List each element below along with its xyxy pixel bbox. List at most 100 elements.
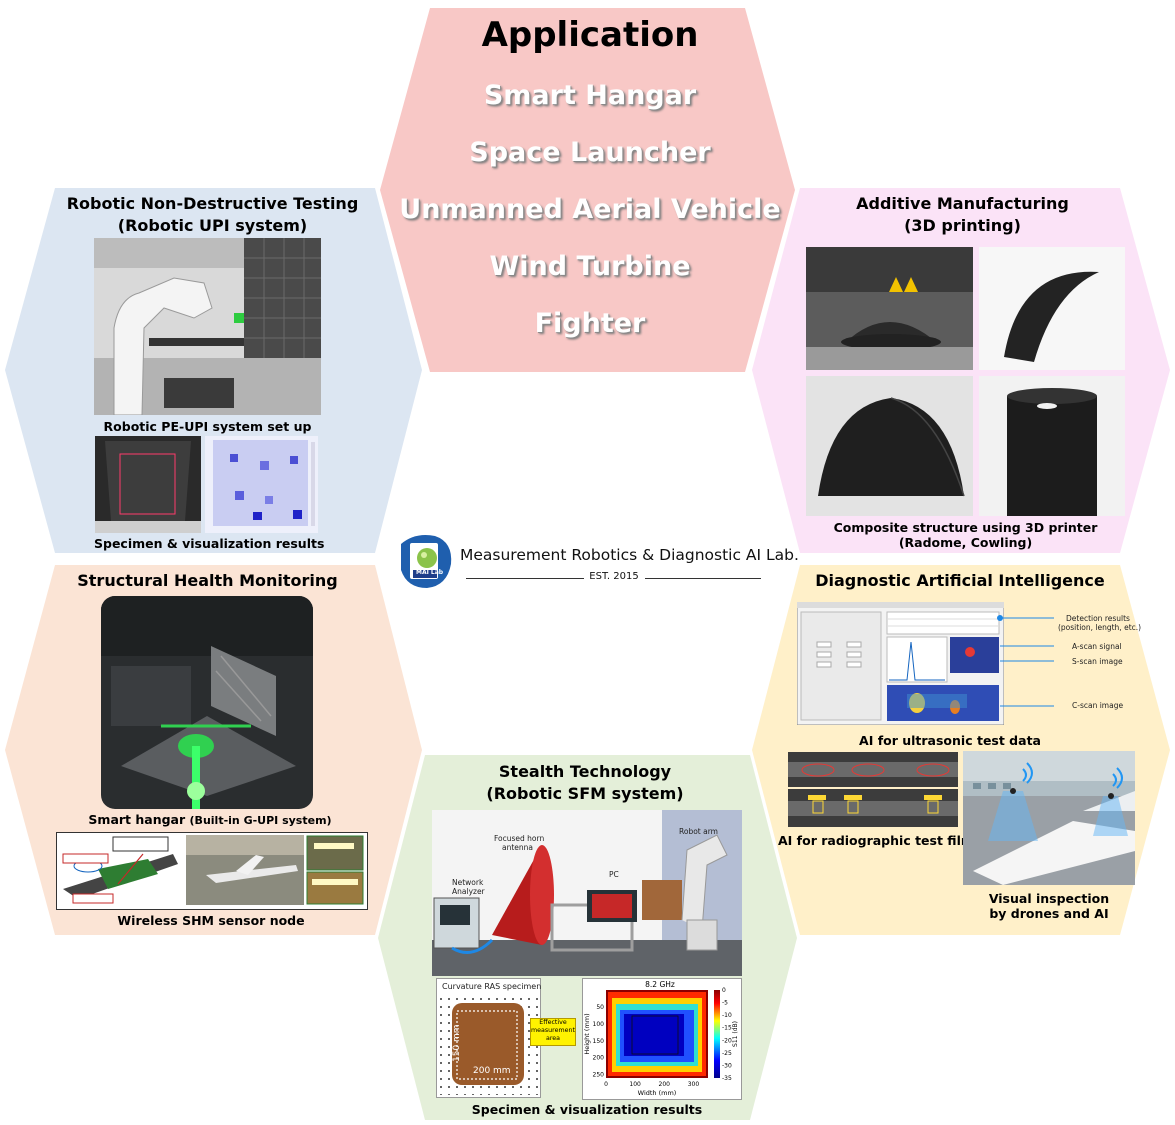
application-item-fighter: Fighter [534, 308, 646, 339]
robotic-upi-photo [94, 238, 321, 415]
application-item-uav: Unmanned Aerial Vehicle [399, 194, 781, 225]
effective-area-callout: Effective measurement area [530, 1018, 576, 1046]
am-title-line: Additive Manufacturing [856, 194, 1069, 213]
ndt-caption-setup: Robotic PE-UPI system set up [103, 419, 312, 434]
heatmap-x-ticks: 0 100 200 300 [604, 1081, 699, 1088]
heatmap-colorbar-tick: -20 [722, 1037, 732, 1044]
ultrasonic-software-screenshot [797, 602, 1004, 725]
ndt-specimen-photo [95, 436, 201, 533]
dai-label-cscan: C-scan image [1072, 701, 1124, 710]
dai-caption-visual-line1: Visual inspection [988, 891, 1110, 906]
heatmap-y-tick: 150 [593, 1038, 605, 1045]
am-title: Additive Manufacturing (3D printing) [800, 193, 1125, 237]
shm-caption-sensor: Wireless SHM sensor node [117, 913, 305, 928]
stealth-label-analyzer: Network [452, 878, 484, 887]
radiographic-film-2 [788, 789, 958, 827]
dai-title: Diagnostic Artificial Intelligence [815, 571, 1105, 590]
dai-caption-visual: Visual inspection by drones and AI [963, 891, 1135, 921]
heatmap-xlabel: Width (mm) [638, 1089, 677, 1097]
ndt-title: Robotic Non-Destructive Testing (Robotic… [55, 193, 370, 237]
shm-caption-hangar-main: Smart hangar [88, 812, 186, 827]
heatmap-title: 8.2 GHz [645, 980, 675, 989]
ras-dim-height: 150 mm [452, 1024, 462, 1062]
stealth-title-line: Stealth Technology [498, 762, 672, 781]
heatmap-colorbar-label: S11 (dB) [732, 1021, 739, 1047]
heatmap-y-tick: 200 [593, 1055, 605, 1062]
heatmap-colorbar-tick: -25 [722, 1050, 732, 1057]
heatmap-x-tick: 100 [629, 1081, 641, 1088]
heatmap-x-tick: 300 [688, 1081, 700, 1088]
heatmap-colorbar-tick: -35 [722, 1075, 732, 1082]
mai-lab-logo [401, 535, 452, 588]
ndt-subtitle-line: (Robotic UPI system) [117, 216, 308, 235]
effective-line2: measurement [531, 1027, 575, 1034]
shm-uav-diagram [62, 836, 178, 904]
application-title: Application [481, 15, 699, 55]
heatmap-colorbar-tick: -5 [722, 1000, 728, 1007]
am-subtitle-line: (3D printing) [904, 216, 1021, 235]
lab-name: Measurement Robotics & Diagnostic AI Lab… [460, 546, 799, 564]
shm-sensor-closeups [306, 835, 364, 905]
dai-label-detection-note: (position, length, etc.) [1058, 623, 1142, 632]
effective-line3: area [545, 1035, 561, 1042]
lab-divider-right [645, 578, 761, 579]
heatmap-y-tick: 250 [593, 1072, 605, 1079]
stealth-label-arm: Robot arm [679, 827, 718, 836]
stealth-caption: Specimen & visualization results [471, 1102, 703, 1117]
dai-label-sscan: S-scan image [1072, 657, 1123, 666]
stealth-label-pc: PC [609, 870, 619, 879]
stealth-title: Stealth Technology (Robotic SFM system) [430, 761, 740, 805]
ras-dim-width: 200 mm [473, 1066, 511, 1076]
heatmap-colorbar-tick: -30 [722, 1062, 732, 1069]
stealth-subtitle-line: (Robotic SFM system) [486, 784, 684, 803]
sfm-system-photo [432, 810, 742, 976]
shm-field-photo [186, 835, 304, 905]
application-item-wind-turbine: Wind Turbine [489, 251, 691, 282]
heatmap-y-tick: 100 [593, 1021, 605, 1028]
ndt-caption-results: Specimen & visualization results [94, 536, 325, 551]
application-hexagon [380, 8, 795, 372]
shm-caption-hangar: Smart hangar (Built-in G-UPI system) [70, 812, 350, 827]
heatmap-colorbar-tick: 0 [722, 987, 726, 994]
heatmap-x-tick: 0 [604, 1081, 608, 1088]
stealth-label-horn2: antenna [502, 843, 534, 852]
dai-pointer-lines [997, 615, 1054, 707]
shm-caption-hangar-note: (Built-in G-UPI system) [189, 814, 332, 827]
dai-caption-radiographic: AI for radiographic test film [778, 833, 974, 848]
radiographic-film-1 [788, 752, 958, 787]
dai-label-ascan: A-scan signal [1072, 642, 1122, 651]
am-caption-line1: Composite structure using 3D printer [833, 520, 1098, 535]
cylinder-photo [979, 376, 1125, 516]
lab-est: EST. 2015 [589, 571, 639, 582]
ras-specimen-title: Curvature RAS specimen [442, 982, 542, 991]
heatmap-y-ticks: 50 100 150 200 250 [593, 1004, 605, 1079]
radome-photo [806, 376, 973, 516]
application-item-smart-hangar: Smart Hangar [483, 80, 697, 111]
lab-divider-left [466, 578, 584, 579]
application-item-space-launcher: Space Launcher [469, 137, 711, 168]
printer-photo [806, 247, 973, 370]
mai-lab-logo-text: MAI Lab [416, 569, 444, 576]
s11-heatmap-chart: 8.2 GHz 0 100 200 300 50 100 150 200 250 0 -5 -10… [583, 980, 739, 1097]
heatmap-x-tick: 200 [659, 1081, 671, 1088]
am-caption-line2: (Radome, Cowling) [898, 535, 1033, 550]
dai-label-detection: Detection results [1066, 614, 1130, 623]
heatmap-colorbar-ticks: 0 -5 -10 -15 -20 -25 -30 -35 [722, 987, 732, 1082]
smart-hangar-photo [101, 596, 313, 809]
effective-line1: Effective [539, 1019, 567, 1026]
heatmap-ylabel: Height (mm) [583, 1013, 591, 1054]
shm-title: Structural Health Monitoring [77, 571, 338, 590]
am-caption: Composite structure using 3D printer (Ra… [806, 520, 1125, 550]
ndt-visualization-result [205, 436, 318, 533]
dai-caption-ultrasonic: AI for ultrasonic test data [859, 733, 1041, 748]
heatmap-y-tick: 50 [596, 1004, 604, 1011]
ras-specimen-image [437, 995, 538, 1095]
stealth-label-analyzer2: Analyzer [452, 887, 485, 896]
cowling-photo [979, 247, 1125, 370]
ndt-title-line: Robotic Non-Destructive Testing [66, 194, 359, 213]
heatmap-colorbar-tick: -10 [722, 1012, 732, 1019]
dai-caption-visual-line2: by drones and AI [989, 906, 1109, 921]
drone-inspection-image [963, 751, 1135, 885]
heatmap-colorbar-tick: -15 [722, 1025, 732, 1032]
stealth-label-horn: Focused horn [494, 834, 545, 843]
